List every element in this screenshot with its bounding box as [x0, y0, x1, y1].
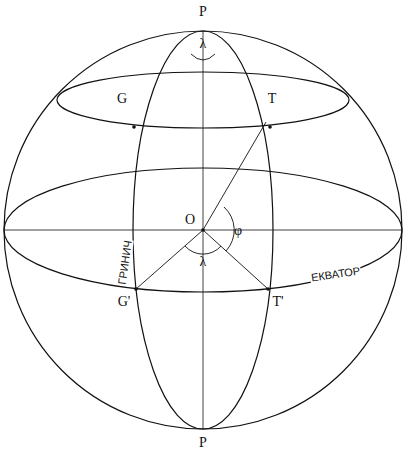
point-label: G: [117, 92, 127, 106]
radius-line: [203, 230, 268, 289]
angle-arc: [224, 207, 234, 251]
angle-arc: [185, 246, 221, 254]
point-label: T: [268, 92, 277, 106]
meridian-name: ГРИНИЧ: [116, 238, 133, 285]
globe-outline: [4, 31, 402, 429]
equator-name: ЕКВАТОР: [310, 265, 362, 283]
radius-line: [203, 122, 266, 230]
angle-arc: [191, 54, 215, 60]
angle-label: λ: [200, 37, 207, 51]
angle-label: φ: [234, 224, 242, 238]
pole-label: P: [199, 5, 207, 19]
pole-label: P: [199, 436, 207, 450]
angle-label: λ: [200, 255, 207, 269]
point-label: T': [272, 295, 283, 309]
point-label: G': [118, 295, 131, 309]
radius-line: [136, 230, 203, 289]
center-label: O: [185, 213, 195, 227]
